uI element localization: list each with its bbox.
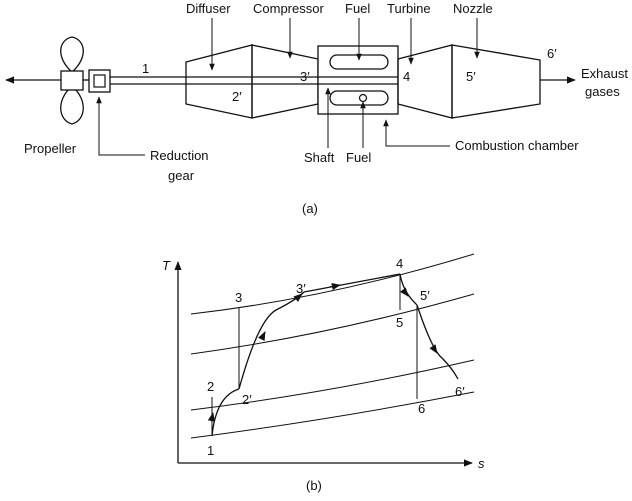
ts-state-6: 6 — [418, 401, 425, 416]
state-5p-label: 5′ — [466, 69, 476, 84]
combustion-chamber-label: Combustion chamber — [455, 138, 579, 153]
arrow-3p-4 — [329, 283, 341, 291]
ts-state-1: 1 — [207, 443, 214, 458]
engine-schematic: Diffuser Compressor Fuel Turbine Nozzle … — [5, 1, 628, 216]
propeller-label: Propeller — [24, 141, 77, 156]
ts-state-3: 3 — [235, 290, 242, 305]
state-1-label: 1 — [142, 61, 149, 76]
ts-state-4: 4 — [396, 256, 403, 271]
gear-label: gear — [168, 168, 195, 183]
arrow-5p-6p — [429, 344, 438, 354]
combustion-chamber-pointer — [383, 119, 450, 147]
process-4-5p — [399, 273, 418, 306]
ts-state-2: 2 — [207, 379, 214, 394]
arrow-1-2p — [207, 412, 215, 422]
ts-diagram: T s 1 2 2′ 3 3′ 4 5 5′ 6 6 — [162, 253, 485, 493]
process-1-2p — [211, 388, 240, 437]
fuel-bottom-label: Fuel — [346, 150, 371, 165]
state-2p-label: 2′ — [232, 89, 242, 104]
gases-label: gases — [585, 84, 620, 99]
main-shaft — [110, 76, 318, 85]
nozzle-label: Nozzle — [453, 1, 493, 16]
reduction-gear-box — [83, 69, 111, 93]
isobar-3 — [190, 293, 475, 355]
caption-a: (a) — [302, 201, 318, 216]
fuel-top-label: Fuel — [345, 1, 370, 16]
state-6p-label: 6′ — [547, 46, 557, 61]
isobar-2 — [190, 359, 475, 411]
state-3p-label: 3′ — [300, 69, 310, 84]
isobar-1 — [190, 391, 475, 439]
propeller-icon — [60, 36, 84, 125]
combustion-chamber — [317, 45, 399, 115]
turbine-label: Turbine — [387, 1, 431, 16]
state-4-label: 4 — [403, 69, 410, 84]
caption-b: (b) — [306, 478, 322, 493]
compressor-label: Compressor — [253, 1, 324, 16]
ts-state-3p: 3′ — [296, 281, 306, 296]
diffuser-section — [185, 44, 253, 119]
arrow-4-5p — [400, 287, 409, 297]
shaft-label: Shaft — [304, 150, 335, 165]
ts-state-2p: 2′ — [242, 392, 252, 407]
reduction-gear-pointer — [96, 96, 145, 156]
ts-state-5p: 5′ — [420, 288, 430, 303]
isobar-4 — [190, 253, 475, 315]
arrow-into-3p — [293, 293, 303, 303]
reduction-label: Reduction — [150, 148, 209, 163]
process-5p-6p — [416, 304, 459, 380]
ts-state-6p: 6′ — [455, 384, 465, 399]
arrow-2p-3p — [258, 331, 266, 341]
process-3p-4 — [303, 273, 401, 293]
t-axis-label: T — [162, 258, 171, 273]
nozzle-section — [451, 44, 541, 119]
exhaust-label: Exhaust — [581, 66, 628, 81]
s-axis-label: s — [478, 456, 485, 471]
ts-state-5: 5 — [396, 315, 403, 330]
diffuser-label: Diffuser — [186, 1, 231, 16]
